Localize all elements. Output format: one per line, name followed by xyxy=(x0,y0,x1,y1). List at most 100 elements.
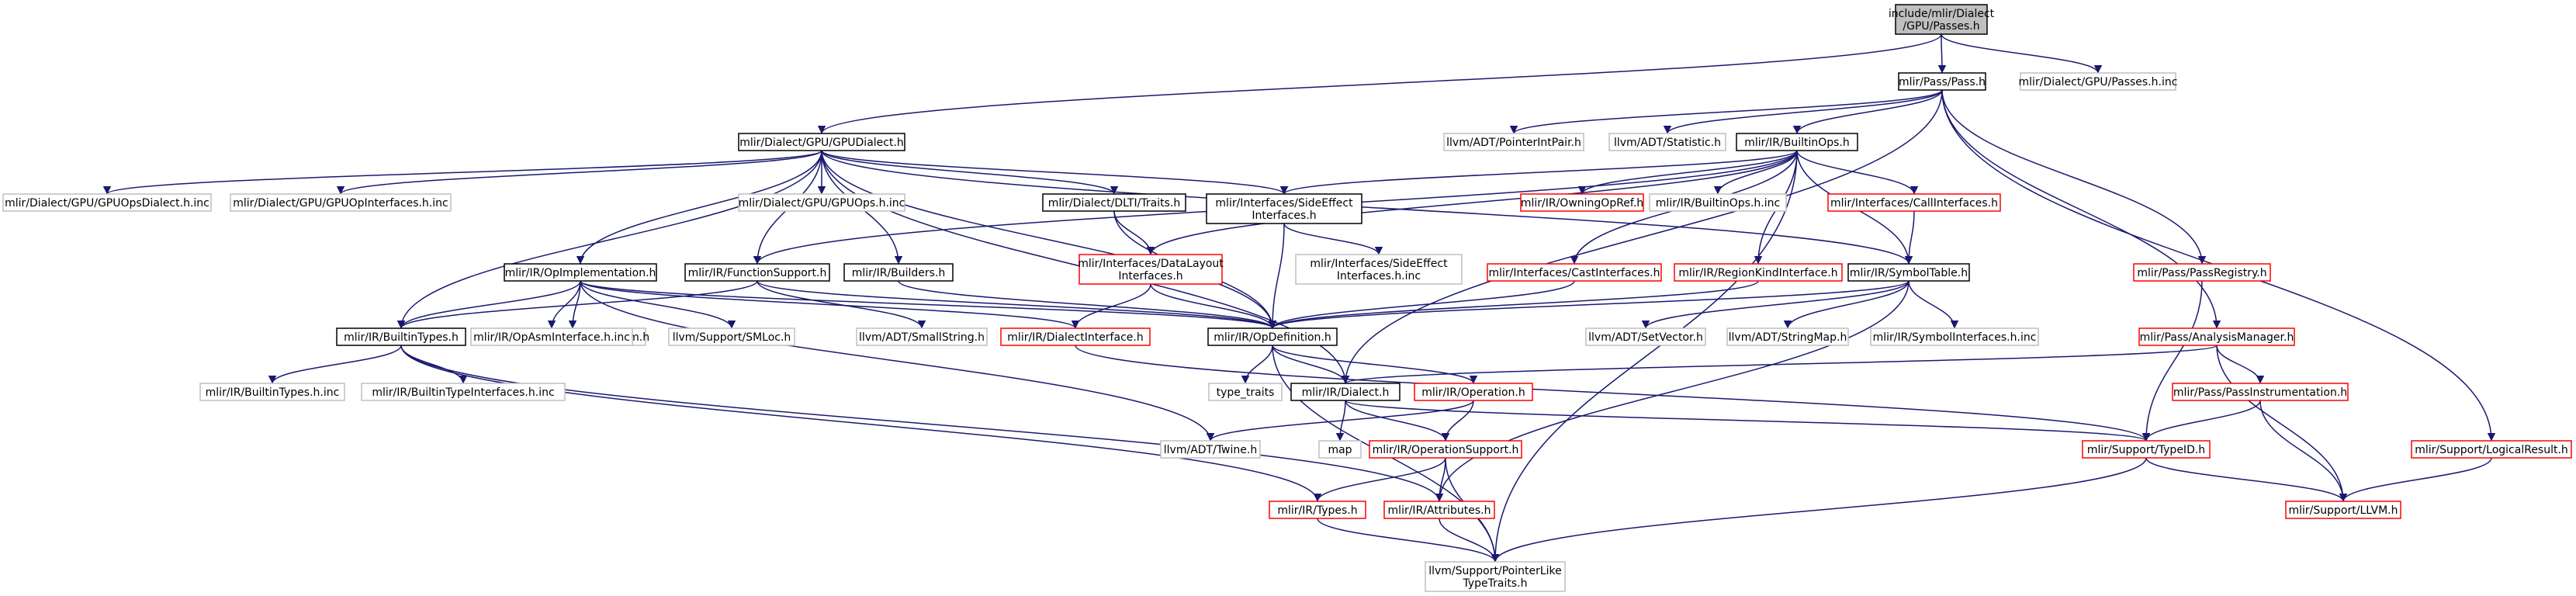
node-label: mlir/Interfaces/CastInterfaces.h xyxy=(1488,267,1660,279)
edge-builtinops-to-pointerliketypetraits xyxy=(1491,150,1798,563)
node-label: mlir/IR/Operation.h xyxy=(1421,386,1525,399)
edge-builtintypes-to-types xyxy=(400,345,1322,502)
node-operation[interactable]: mlir/IR/Operation.h xyxy=(1414,383,1533,401)
node-types[interactable]: mlir/IR/Types.h xyxy=(1269,501,1366,519)
edge-builtintypes-to-attributes xyxy=(400,345,1444,502)
edge-functionsupport-to-smallstring xyxy=(757,280,926,329)
node-castinterfaces[interactable]: mlir/Interfaces/CastInterfaces.h xyxy=(1487,263,1662,282)
node-label: mlir/Support/LLVM.h xyxy=(2289,504,2398,517)
node-box xyxy=(199,383,345,401)
node-owningopref[interactable]: mlir/IR/OwningOpRef.h xyxy=(1520,193,1644,212)
node-passregistry[interactable]: mlir/Pass/PassRegistry.h xyxy=(2133,263,2271,282)
edge-analysismanager-to-passinstrumentation xyxy=(2216,345,2265,384)
node-builders[interactable]: mlir/IR/Builders.h xyxy=(843,263,954,282)
node-label: llvm/ADT/SmallString.h xyxy=(859,331,985,344)
node-label: mlir/Dialect/GPU/GPUDialect.h xyxy=(739,137,904,149)
node-box xyxy=(843,263,954,282)
node-box xyxy=(738,133,905,151)
node-gpuops_inc: mlir/Dialect/GPU/GPUOps.h.inc xyxy=(738,193,905,212)
node-pass[interactable]: mlir/Pass/Pass.h xyxy=(1898,72,1986,91)
node-box xyxy=(1295,254,1463,285)
node-box xyxy=(2133,263,2271,282)
node-dialectinterface[interactable]: mlir/IR/DialectInterface.h xyxy=(1000,327,1151,346)
node-label: mlir/Support/TypeID.h xyxy=(2087,444,2205,456)
node-opimpl[interactable]: mlir/IR/OpImplementation.h xyxy=(504,263,657,282)
edge-root-to-gpudialect xyxy=(818,33,1942,134)
edge-typeid-to-llvmh xyxy=(2145,457,2348,502)
node-opdefinition[interactable]: mlir/IR/OpDefinition.h xyxy=(1207,327,1338,346)
edge-types-to-pointerliketypetraits xyxy=(1317,518,1500,563)
node-label: mlir/IR/Builders.h xyxy=(852,267,946,279)
node-box xyxy=(1895,4,1988,35)
node-builtinops[interactable]: mlir/IR/BuiltinOps.h xyxy=(1736,133,1858,151)
node-box xyxy=(2411,440,2572,459)
node-box xyxy=(361,383,566,401)
node-smallstring: llvm/ADT/SmallString.h xyxy=(856,327,988,346)
node-operationsupport[interactable]: mlir/IR/OperationSupport.h xyxy=(1369,440,1522,459)
edge-operation-to-twine xyxy=(1206,400,1474,442)
node-box xyxy=(1290,383,1401,401)
node-box xyxy=(1736,133,1858,151)
node-label: llvm/ADT/Twine.h xyxy=(1164,444,1257,456)
edge-opimpl-to-dialectinterface xyxy=(580,280,1080,329)
edge-dialect-to-operationsupport xyxy=(1345,400,1450,442)
node-functionsupport[interactable]: mlir/IR/FunctionSupport.h xyxy=(684,263,830,282)
edge-gpudialect-to-opimpl xyxy=(576,150,822,265)
node-pointerintpair: llvm/ADT/PointerIntPair.h xyxy=(1443,133,1584,151)
node-passinstrumentation[interactable]: mlir/Pass/PassInstrumentation.h xyxy=(2172,383,2349,401)
edge-operationsupport-to-types xyxy=(1313,457,1446,502)
node-dlti[interactable]: mlir/Dialect/DLTI/Traits.h xyxy=(1042,193,1186,212)
node-builtinops_inc: mlir/IR/BuiltinOps.h.inc xyxy=(1649,193,1787,212)
node-regionkind[interactable]: mlir/IR/RegionKindInterface.h xyxy=(1674,263,1843,282)
node-llvmh[interactable]: mlir/Support/LLVM.h xyxy=(2285,501,2401,519)
edge-opimpl-to-builtintypes xyxy=(396,280,581,329)
node-label: mlir/IR/Types.h xyxy=(1277,504,1357,517)
node-gpudialect[interactable]: mlir/Dialect/GPU/GPUDialect.h xyxy=(738,133,905,151)
node-box xyxy=(856,327,988,346)
node-typeid[interactable]: mlir/Support/TypeID.h xyxy=(2082,440,2211,459)
node-builtintypes_inc: mlir/IR/BuiltinTypes.h.inc xyxy=(199,383,345,401)
node-label: mlir/IR/BuiltinOps.h xyxy=(1744,137,1850,149)
edge-dialectinterface-to-typeid xyxy=(1075,345,2150,442)
node-box xyxy=(1414,383,1533,401)
node-box xyxy=(2082,440,2211,459)
node-symboltable[interactable]: mlir/IR/SymbolTable.h xyxy=(1847,263,1970,282)
node-label: mlir/IR/OperationSupport.h xyxy=(1373,444,1519,456)
node-box xyxy=(1318,440,1362,459)
node-logicalresult[interactable]: mlir/Support/LogicalResult.h xyxy=(2411,440,2572,459)
node-box xyxy=(1520,193,1644,212)
node-label: mlir/Pass/AnalysisManager.h xyxy=(2140,331,2294,344)
edge-builtinops-to-owningopref xyxy=(1577,150,1798,195)
node-statistic: llvm/ADT/Statistic.h xyxy=(1608,133,1726,151)
node-box xyxy=(1585,327,1706,346)
node-label: mlir/Support/LogicalResult.h xyxy=(2415,444,2568,456)
node-box xyxy=(1674,263,1843,282)
edge-gpudialect-to-symboltable xyxy=(821,150,1913,265)
node-label: llvm/ADT/SetVector.h xyxy=(1588,331,1703,344)
node-builtintypes[interactable]: mlir/IR/BuiltinTypes.h xyxy=(336,327,466,346)
node-label: mlir/Dialect/GPU/GPUOps.h.inc xyxy=(739,197,905,210)
node-root: include/mlir/Dialect/GPU/Passes.h xyxy=(1889,4,1995,35)
edge-logicalresult-to-llvmh xyxy=(2339,457,2492,502)
node-label: llvm/ADT/PointerIntPair.h xyxy=(1446,137,1581,149)
node-callinterfaces[interactable]: mlir/Interfaces/CallInterfaces.h xyxy=(1827,193,2001,212)
edge-builtinops-to-sideeffect xyxy=(1280,150,1798,195)
node-label: mlir/IR/OpImplementation.h xyxy=(505,267,656,279)
node-label: mlir/Pass/PassInstrumentation.h xyxy=(2173,386,2347,399)
edge-sideeffect-to-opdefinition xyxy=(1268,223,1285,329)
node-attributes[interactable]: mlir/IR/Attributes.h xyxy=(1383,501,1495,519)
edge-regionkind-to-opdefinition xyxy=(1268,280,1759,329)
edge-builtinops-to-callinterfaces xyxy=(1796,150,1919,195)
node-dialect[interactable]: mlir/IR/Dialect.h xyxy=(1290,383,1401,401)
node-box xyxy=(1487,263,1662,282)
edge-passinstrumentation-to-typeid xyxy=(2141,400,2261,442)
edge-passregistry-to-typeid xyxy=(2141,280,2203,442)
node-type_traits: type_traits xyxy=(1208,383,1283,401)
edge-builtinops-to-datalayout xyxy=(1146,150,1798,255)
edge-pass-to-builtinops xyxy=(1792,89,1943,134)
node-box xyxy=(1269,501,1366,519)
node-analysismanager[interactable]: mlir/Pass/AnalysisManager.h xyxy=(2138,327,2295,346)
